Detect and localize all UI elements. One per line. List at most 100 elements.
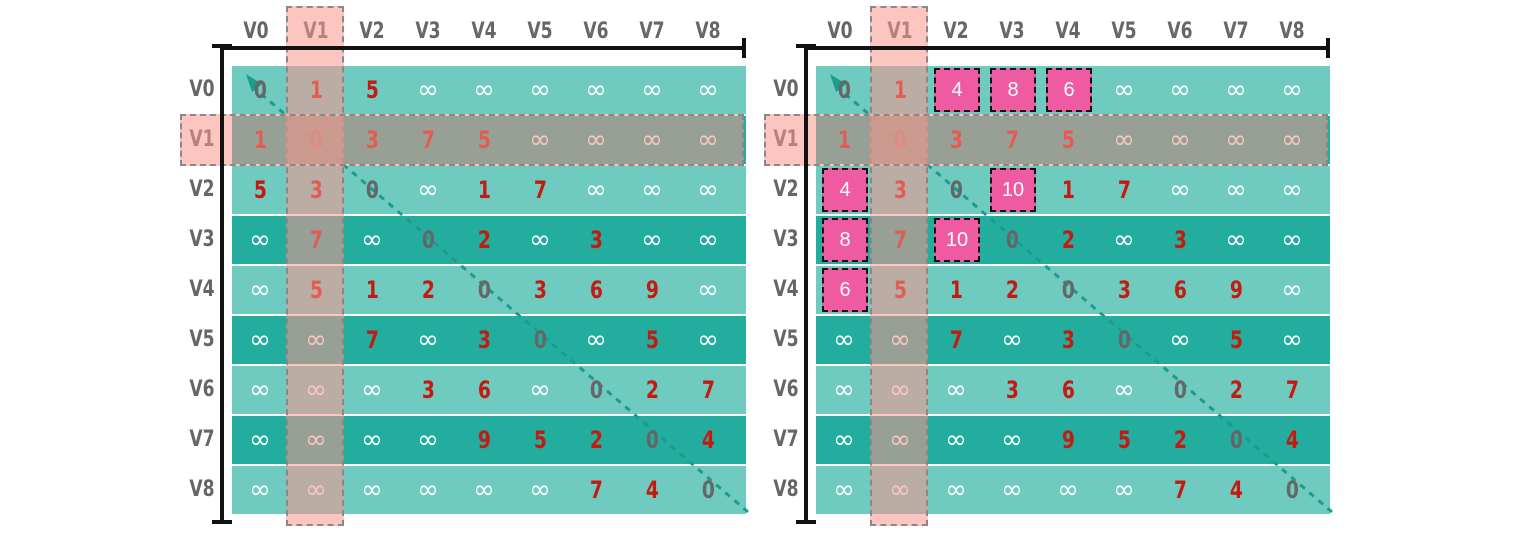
top-axis	[808, 46, 1328, 50]
matrix-cell: ∞	[680, 166, 736, 214]
matrix-cell: ∞	[1096, 66, 1152, 114]
row-header: V8	[189, 477, 215, 502]
matrix-cell: 6	[1040, 366, 1096, 414]
matrix-cell: 3	[1040, 316, 1096, 364]
left-axis	[804, 44, 808, 524]
cell-value: 4	[645, 476, 659, 504]
matrix-cell: ∞	[928, 466, 984, 514]
cell-value: ∞	[1113, 225, 1135, 255]
column-header: V0	[243, 19, 269, 44]
matrix-cell: 4	[624, 466, 680, 514]
cell-value: ∞	[417, 475, 439, 505]
cell-value: 5	[365, 76, 379, 104]
matrix-cell: 7	[512, 166, 568, 214]
cell-value: 4	[1229, 476, 1243, 504]
cell-value: 1	[949, 276, 963, 304]
matrix-cell: ∞	[344, 466, 400, 514]
row-header: V4	[773, 277, 799, 302]
row-header: V7	[773, 427, 799, 452]
cell-value: ∞	[1225, 175, 1247, 205]
matrix-cell: 1	[1040, 166, 1096, 214]
matrix-cell: ∞	[1040, 466, 1096, 514]
column-header: V4	[1055, 19, 1081, 44]
cell-value: ∞	[249, 475, 271, 505]
cell-value: 6	[477, 376, 491, 404]
matrix-cell: 1	[928, 266, 984, 314]
matrix-cell: ∞	[624, 216, 680, 264]
cell-value: ∞	[361, 225, 383, 255]
matrix-cell: ∞	[344, 416, 400, 464]
cell-value: ∞	[249, 375, 271, 405]
cell-value: 2	[1229, 376, 1243, 404]
matrix-cell: 7	[1152, 466, 1208, 514]
cell-value: 0	[253, 76, 267, 104]
cell-value: ∞	[585, 325, 607, 355]
matrix-cell: 5	[624, 316, 680, 364]
matrix-cell: 0	[400, 216, 456, 264]
top-axis	[224, 46, 744, 50]
matrix-cell: 9	[1208, 266, 1264, 314]
left-axis	[220, 44, 224, 524]
cell-value: 5	[1117, 426, 1131, 454]
cell-value: ∞	[1001, 475, 1023, 505]
matrix-cell: 4	[1264, 416, 1320, 464]
matrix-cell: 9	[624, 266, 680, 314]
cell-value: 7	[589, 476, 603, 504]
matrix-cell: ∞	[1096, 216, 1152, 264]
matrix-cell: ∞	[456, 66, 512, 114]
cell-value: ∞	[1001, 425, 1023, 455]
cell-value: ∞	[1281, 75, 1303, 105]
matrix-cell: ∞	[232, 316, 288, 364]
row-header: V5	[773, 327, 799, 352]
matrix-cell: ∞	[680, 216, 736, 264]
cell-value: 0	[837, 76, 851, 104]
matrix-cell: 0	[1096, 316, 1152, 364]
matrix-cell: 5	[232, 166, 288, 214]
cell-value: 3	[1173, 226, 1187, 254]
row-header: V3	[773, 227, 799, 252]
updated-cell: 6	[1046, 68, 1092, 112]
matrix-cell: ∞	[928, 366, 984, 414]
cell-value: 7	[533, 176, 547, 204]
matrix-cell: ∞	[984, 466, 1040, 514]
cell-value: ∞	[1169, 75, 1191, 105]
matrix-cell: 3	[568, 216, 624, 264]
cell-value: ∞	[833, 325, 855, 355]
matrix-cell: 5	[1208, 316, 1264, 364]
matrix-cell: 2	[1040, 216, 1096, 264]
matrix-cell: 6	[456, 366, 512, 414]
matrix-cell: ∞	[1152, 166, 1208, 214]
matrix-cell: 5	[1096, 416, 1152, 464]
axis-tick	[796, 520, 816, 524]
matrix-cell: ∞	[1208, 166, 1264, 214]
matrix-cell: 7	[680, 366, 736, 414]
column-header: V2	[943, 19, 969, 44]
cell-value: 0	[949, 176, 963, 204]
cell-value: ∞	[641, 225, 663, 255]
cell-value: 3	[589, 226, 603, 254]
cell-value: ∞	[1169, 325, 1191, 355]
matrix-cell: ∞	[232, 416, 288, 464]
cell-value: 2	[1005, 276, 1019, 304]
cell-value: ∞	[417, 175, 439, 205]
cell-value: 7	[701, 376, 715, 404]
cell-value: ∞	[945, 375, 967, 405]
matrix-cell: ∞	[624, 66, 680, 114]
matrix-cell: ∞	[680, 266, 736, 314]
cell-value: 1	[477, 176, 491, 204]
matrix-cell: ∞	[568, 166, 624, 214]
matrix-cell: ∞	[624, 166, 680, 214]
cell-value: 5	[533, 426, 547, 454]
matrix-cell: ∞	[1208, 216, 1264, 264]
matrix-cell: 4	[1208, 466, 1264, 514]
row-header: V2	[773, 177, 799, 202]
matrix-cell: 0	[816, 66, 872, 114]
matrix-cell: ∞	[1152, 316, 1208, 364]
cell-value: 6	[1173, 276, 1187, 304]
column-header: V8	[695, 19, 721, 44]
column-header: V4	[471, 19, 497, 44]
cell-value: 2	[477, 226, 491, 254]
matrix-cell: 0	[1040, 266, 1096, 314]
cell-value: ∞	[1169, 175, 1191, 205]
column-header: V5	[527, 19, 553, 44]
